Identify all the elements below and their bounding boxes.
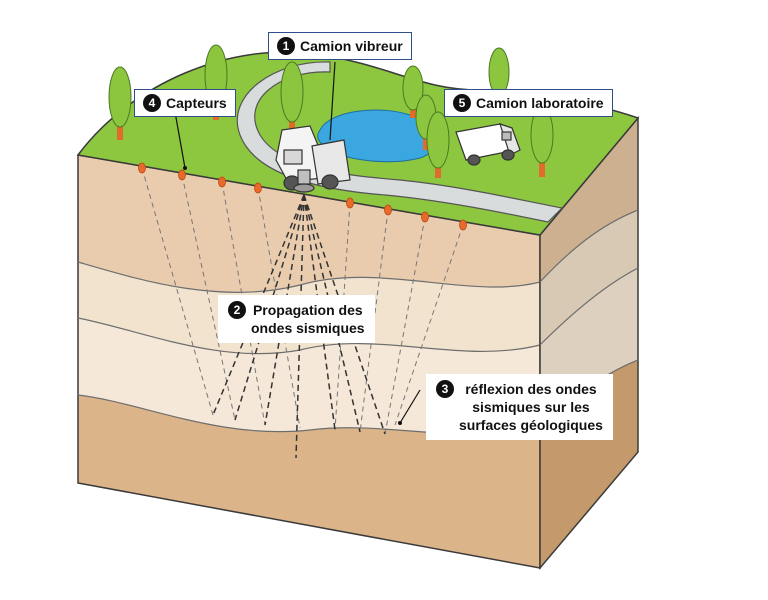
side-boundary-1 bbox=[539, 209, 639, 283]
label-text-block: Propagation des ondes sismiques bbox=[251, 301, 365, 337]
sensor bbox=[138, 162, 146, 174]
tree bbox=[402, 65, 424, 118]
label-propagation: 2 Propagation des ondes sismiques bbox=[218, 295, 375, 343]
sensor bbox=[178, 169, 186, 181]
label-sensors: 4 Capteurs bbox=[134, 89, 236, 117]
label-number: 1 bbox=[277, 37, 295, 55]
layer-1-front bbox=[78, 155, 540, 293]
label-line: Propagation des bbox=[252, 302, 363, 318]
layer-boundary-1 bbox=[77, 261, 541, 293]
sensor bbox=[421, 211, 429, 223]
label-line: ondes sismiques bbox=[251, 320, 365, 336]
layer-3-front bbox=[78, 318, 540, 435]
label-number: 3 bbox=[436, 380, 454, 398]
sensor bbox=[218, 176, 226, 188]
label-lab-truck: 5 Camion laboratoire bbox=[444, 89, 613, 117]
tree bbox=[280, 61, 304, 135]
sensors bbox=[138, 162, 467, 231]
tree bbox=[426, 111, 450, 178]
sensor bbox=[346, 197, 354, 209]
label-text: Camion laboratoire bbox=[476, 95, 604, 111]
side-boundary-2 bbox=[539, 267, 639, 346]
lab-truck-illustration bbox=[455, 123, 521, 166]
sensor bbox=[384, 204, 392, 216]
label-reflection: 3 réflexion des ondes sismiques sur les sur… bbox=[426, 374, 613, 440]
front-face bbox=[77, 154, 541, 569]
callout-dot-reflection bbox=[398, 421, 402, 425]
label-line: sismiques sur les bbox=[472, 399, 590, 415]
callout-dot-sensors bbox=[183, 166, 187, 170]
label-text: Capteurs bbox=[166, 95, 227, 111]
label-number: 2 bbox=[228, 301, 246, 319]
layer-1-side bbox=[540, 118, 638, 282]
sensor bbox=[254, 182, 262, 194]
label-text: Camion vibreur bbox=[300, 38, 403, 54]
label-line: réflexion des ondes bbox=[465, 381, 597, 397]
vibrator-truck-illustration bbox=[275, 125, 351, 193]
label-number: 5 bbox=[453, 94, 471, 112]
label-line: surfaces géologiques bbox=[459, 417, 603, 433]
layer-4-front bbox=[78, 395, 540, 568]
layer-2-side bbox=[540, 210, 638, 345]
label-text-block: réflexion des ondes sismiques sur les surf… bbox=[459, 380, 603, 434]
sensor bbox=[459, 219, 467, 231]
label-truck: 1 Camion vibreur bbox=[268, 32, 412, 60]
label-number: 4 bbox=[143, 94, 161, 112]
tree bbox=[108, 66, 132, 140]
